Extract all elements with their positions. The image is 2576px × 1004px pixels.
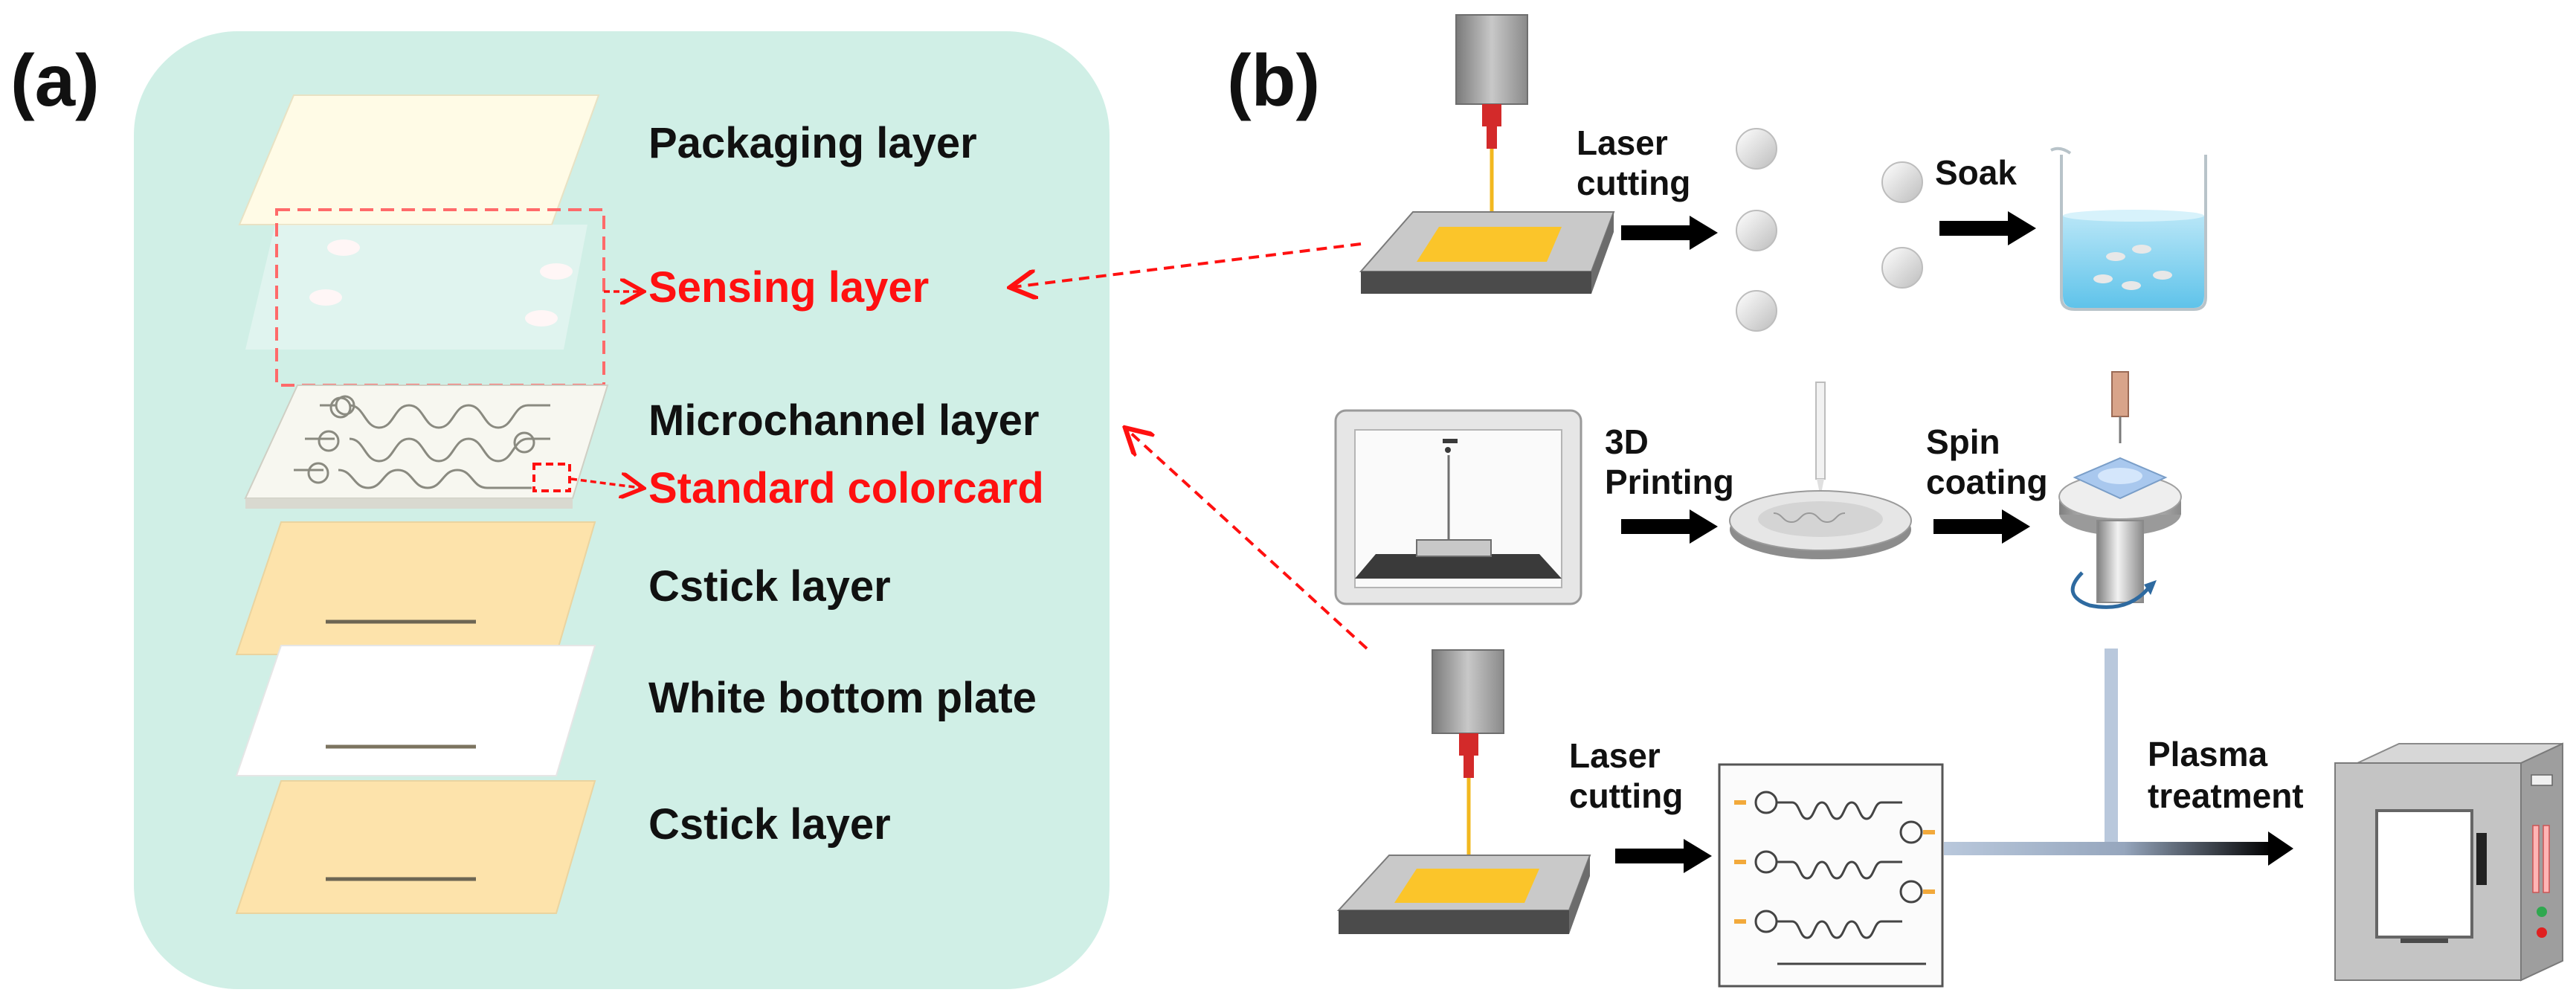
arrow-right-2 <box>1939 211 2036 245</box>
microchip-sheet <box>1718 763 1944 988</box>
label-standard-colorcard: Standard colorcard <box>648 464 1044 512</box>
step-3d-printing-line2: Printing <box>1605 463 1734 501</box>
petri-dish-icon <box>1729 382 1912 559</box>
step-plasma-treatment-line1: Plasma <box>2148 735 2268 773</box>
3d-printer-icon <box>1334 409 1582 605</box>
label-cstick-layer-1: Cstick layer <box>648 562 891 611</box>
label-packaging-layer: Packaging layer <box>648 119 977 167</box>
label-sensing-layer: Sensing layer <box>648 263 929 312</box>
colorcard-highlight-box <box>532 463 571 492</box>
label-white-bottom-plate: White bottom plate <box>648 674 1037 722</box>
arrow-right-5 <box>1615 839 1712 873</box>
step-soak: Soak <box>1935 153 2017 192</box>
pipe-horizontal <box>1944 842 2271 855</box>
plasma-chamber-icon <box>2334 742 2563 982</box>
arrow-to-microchannel-layer <box>1127 430 1368 650</box>
sensing-layer-sheet <box>245 225 587 350</box>
arrow-right-3 <box>1621 509 1718 544</box>
arrow-to-sensing-layer <box>1013 242 1362 287</box>
spin-coater-icon <box>2058 371 2182 609</box>
cstick-layer-sheet-2 <box>235 780 596 914</box>
arrow-right-1 <box>1621 216 1718 250</box>
label-microchannel-layer: Microchannel layer <box>648 396 1039 445</box>
label-cstick-layer-2: Cstick layer <box>648 800 891 849</box>
microchannel-layer-sheet <box>244 384 609 509</box>
white-bottom-plate-sheet <box>235 645 596 776</box>
cut-discs-column-1 <box>1736 128 1777 332</box>
colorcard-pointer-arrow <box>570 479 641 488</box>
step-laser-cutting-2-line1: Laser <box>1569 736 1661 775</box>
step-laser-cutting-1-line1: Laser <box>1577 123 1668 162</box>
cstick-layer-sheet-1 <box>235 521 596 655</box>
pipe-vertical <box>2105 649 2118 849</box>
step-laser-cutting-2-line2: cutting <box>1569 776 1683 815</box>
step-laser-cutting-1-line2: cutting <box>1577 164 1690 202</box>
arrow-right-4 <box>1933 509 2030 544</box>
packaging-layer-sheet <box>238 94 600 225</box>
arrow-right-6 <box>2268 831 2293 866</box>
panel-a-tag: (a) <box>10 39 100 121</box>
beaker-icon <box>2050 147 2207 311</box>
step-spin-coating-line1: Spin <box>1926 422 2000 461</box>
step-3d-printing-line1: 3D <box>1605 422 1649 461</box>
step-spin-coating-line2: coating <box>1926 463 2048 501</box>
laser-cutter-1 <box>1359 14 1615 294</box>
cut-discs-column-2 <box>1881 161 1923 289</box>
step-plasma-treatment-line2: treatment <box>2148 776 2304 815</box>
laser-cutter-2 <box>1336 649 1591 934</box>
panel-b-tag: (b) <box>1227 39 1320 121</box>
